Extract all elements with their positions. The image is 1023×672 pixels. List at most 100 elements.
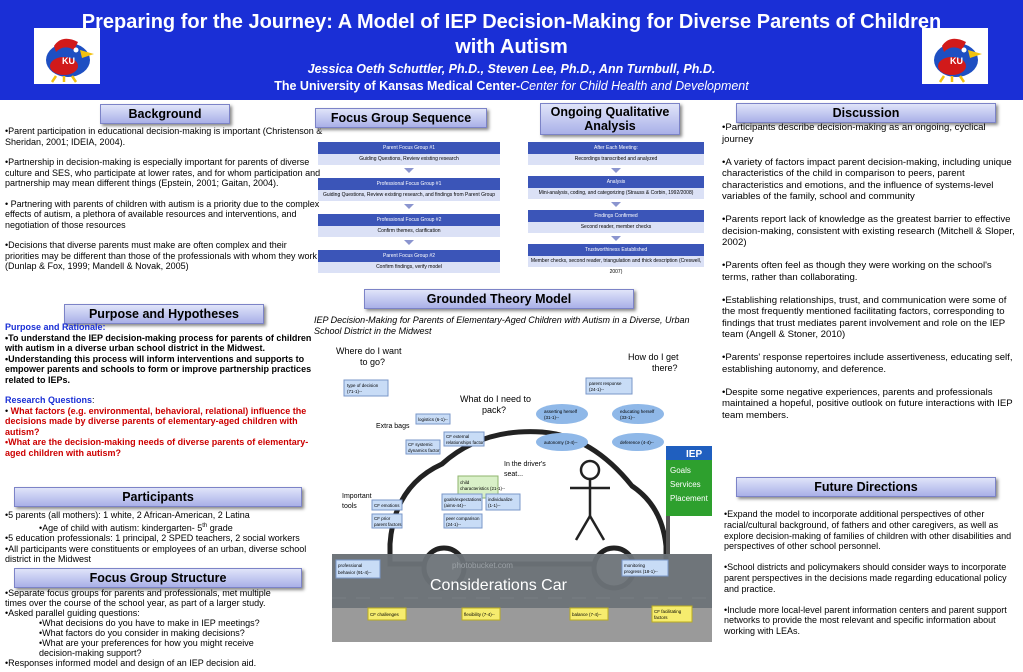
svg-text:child: child — [460, 480, 470, 485]
svg-text:relationships factor: relationships factor — [446, 440, 484, 445]
cf-challenges-label — [367, 607, 407, 621]
sequence-arrow-1 — [404, 168, 414, 173]
svg-text:professional: professional — [338, 563, 362, 568]
cf-prior-label — [371, 513, 403, 529]
structure-heading: Focus Group Structure — [14, 568, 302, 588]
svg-text:Goals: Goals — [670, 466, 691, 475]
svg-text:(31-1)--: (31-1)-- — [544, 415, 560, 420]
model-caption: IEP Decision-Making for Parents of Eleme… — [314, 315, 690, 336]
svg-text:KU: KU — [950, 56, 963, 66]
purpose-heading: Purpose and Hypotheses — [64, 304, 264, 324]
poster-header: KU KU Preparing for the Journey: A Model… — [0, 0, 1023, 100]
individualize-label — [485, 493, 521, 511]
autonomy-cloud — [536, 433, 588, 451]
professional-behavior-label — [335, 559, 381, 579]
discussion-text: •Participants describe decision-making a… — [722, 122, 1015, 421]
svg-text:CF emotions: CF emotions — [374, 503, 400, 508]
sequence-arrow-2 — [404, 204, 414, 209]
svg-text:CF systemic: CF systemic — [408, 442, 434, 447]
poster-affiliation: The University of Kansas Medical Center-… — [274, 79, 749, 93]
svg-text:What do I need to: What do I need to — [460, 394, 531, 404]
qualitative-box-1: After Each Meeting:Recordings transcribe… — [528, 142, 704, 165]
grounded-theory-model: IEP Goals Services Placement Where do I … — [332, 336, 712, 662]
svg-text:to go?: to go? — [360, 357, 385, 367]
svg-text:balance (7-4)--: balance (7-4)-- — [572, 612, 602, 617]
flexibility-label — [461, 607, 501, 621]
sequence-arrow-3 — [404, 240, 414, 245]
participants-text: •5 parents (all mothers): 1 white, 2 Afr… — [5, 510, 307, 564]
monitoring-progress-label — [621, 559, 669, 577]
svg-text:How do I get: How do I get — [628, 352, 679, 362]
svg-text:CF external: CF external — [446, 434, 469, 439]
svg-text:goals/expectations: goals/expectations — [444, 497, 482, 502]
parent-response-label — [585, 377, 633, 395]
svg-text:parent response: parent response — [589, 381, 622, 386]
cf-facilitating-label — [651, 605, 693, 623]
svg-text:Services: Services — [670, 480, 701, 489]
grounded-heading: Grounded Theory Model — [364, 289, 634, 309]
balance-label — [569, 607, 609, 621]
poster-authors: Jessica Oeth Schuttler, Ph.D., Steven Le… — [307, 62, 716, 76]
educating-cloud — [612, 404, 664, 424]
svg-text:(1-1)--: (1-1)-- — [488, 503, 501, 508]
iep-sign — [666, 460, 712, 516]
svg-text:Extra bags: Extra bags — [376, 423, 410, 430]
svg-text:peer comparison: peer comparison — [446, 516, 480, 521]
asserting-cloud — [536, 404, 588, 424]
svg-text:pack?: pack? — [482, 405, 506, 415]
qualitative-arrow-2 — [611, 202, 621, 207]
svg-text:(24-1)--: (24-1)-- — [589, 387, 605, 392]
svg-text:characteristics (21-1)--: characteristics (21-1)-- — [460, 486, 506, 491]
svg-text:seat...: seat... — [504, 471, 523, 478]
cf-systemic-label — [405, 439, 441, 455]
svg-text:parent factors: parent factors — [374, 522, 402, 527]
svg-text:IEP: IEP — [686, 449, 702, 460]
svg-text:dynamics factor: dynamics factor — [408, 448, 440, 453]
ku-jayhawk-logo-right: KU — [922, 28, 988, 84]
svg-text:Important: Important — [342, 493, 372, 500]
svg-text:Where do I want: Where do I want — [336, 346, 402, 356]
svg-text:Considerations Car: Considerations Car — [430, 577, 568, 594]
cf-external-label — [443, 431, 485, 447]
svg-text:In the driver's: In the driver's — [504, 461, 546, 468]
sequence-heading: Focus Group Sequence — [315, 108, 487, 128]
svg-text:monitoring: monitoring — [624, 563, 646, 568]
svg-text:tools: tools — [342, 503, 357, 510]
goals-expectations-label — [441, 493, 483, 511]
future-heading: Future Directions — [736, 477, 996, 497]
svg-text:CF challenges: CF challenges — [370, 612, 400, 617]
background-heading: Background — [100, 104, 230, 124]
logistics-label — [415, 413, 451, 425]
svg-text:CF facilitating: CF facilitating — [654, 609, 682, 614]
qualitative-heading: Ongoing Qualitative Analysis — [540, 103, 680, 135]
svg-text:photobucket.com: photobucket.com — [452, 561, 513, 570]
svg-text:type of decision: type of decision — [347, 383, 379, 388]
svg-text:CF prior: CF prior — [374, 516, 391, 521]
svg-text:KU: KU — [62, 56, 75, 66]
svg-text:(71-1)--: (71-1)-- — [347, 389, 363, 394]
discussion-heading: Discussion — [736, 103, 996, 123]
ku-jayhawk-logo-left: KU — [34, 28, 100, 84]
background-text: •Parent participation in educational dec… — [5, 126, 323, 271]
svg-text:(aims-44)--: (aims-44)-- — [444, 503, 467, 508]
svg-text:deference (4-4)--: deference (4-4)-- — [620, 440, 654, 445]
peer-comparison-label — [443, 513, 483, 529]
qualitative-arrow-1 — [611, 168, 621, 173]
svg-text:educating herself: educating herself — [620, 409, 655, 414]
svg-text:flexibility (7-4)--: flexibility (7-4)-- — [464, 612, 495, 617]
deference-cloud — [612, 433, 664, 451]
svg-text:Placement: Placement — [670, 494, 709, 503]
purpose-text: Purpose and Rationale: •To understand th… — [5, 322, 312, 458]
cf-emotions-label — [371, 499, 403, 511]
type-decision-label — [343, 379, 389, 397]
svg-text:logistics (6-1)--: logistics (6-1)-- — [418, 417, 448, 422]
svg-text:(24-1)--: (24-1)-- — [446, 522, 462, 527]
svg-text:autonomy (3-4)--: autonomy (3-4)-- — [544, 440, 578, 445]
participants-heading: Participants — [14, 487, 302, 507]
svg-text:(33-1)--: (33-1)-- — [620, 415, 636, 420]
